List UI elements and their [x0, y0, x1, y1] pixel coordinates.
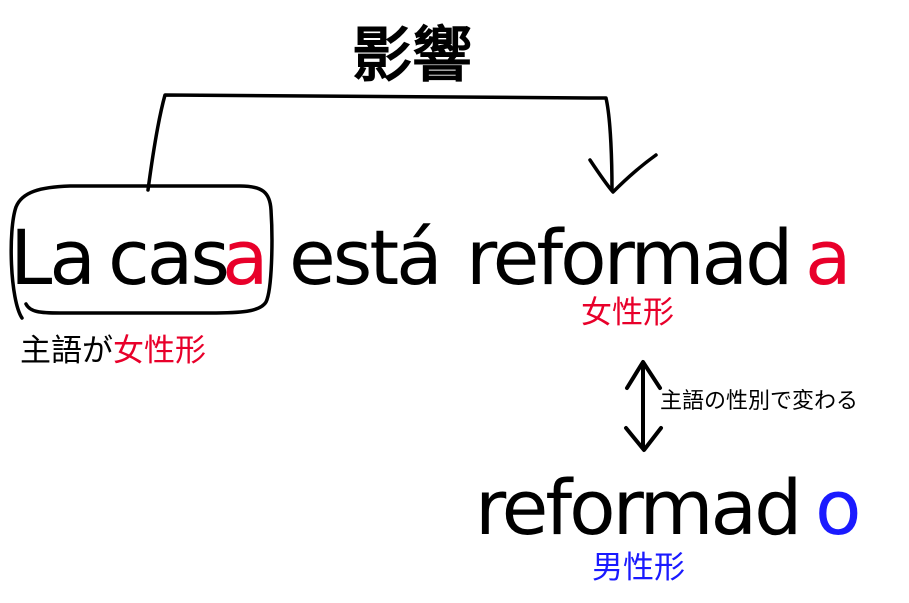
article-word: La [10, 213, 96, 302]
double-arrow-top-head [625, 360, 662, 390]
noun-stem: cas [108, 213, 230, 302]
adjective-ending-masculine: o [815, 463, 861, 552]
subject-note-prefix: 主語が [20, 333, 113, 369]
feminine-label: 女性形 [581, 295, 674, 331]
adjective-ending-feminine: a [805, 213, 852, 302]
diagram-title: 影響 [352, 21, 472, 91]
curved-arrow-down-icon [146, 93, 614, 192]
verb-word: está [289, 213, 443, 302]
adjective-stem-feminine: reformad [466, 213, 793, 302]
subject-gender-note: 主語が女性形 [20, 336, 206, 367]
adjective-stem-masculine: reformad [475, 463, 802, 552]
change-note: 主語の性別で変わる [660, 389, 859, 414]
noun-ending-feminine: a [222, 213, 269, 302]
masculine-label: 男性形 [592, 550, 685, 586]
double-arrow-bottom-head [624, 426, 663, 452]
arrowhead-icon [588, 153, 658, 194]
subject-note-gender: 女性形 [113, 333, 206, 369]
